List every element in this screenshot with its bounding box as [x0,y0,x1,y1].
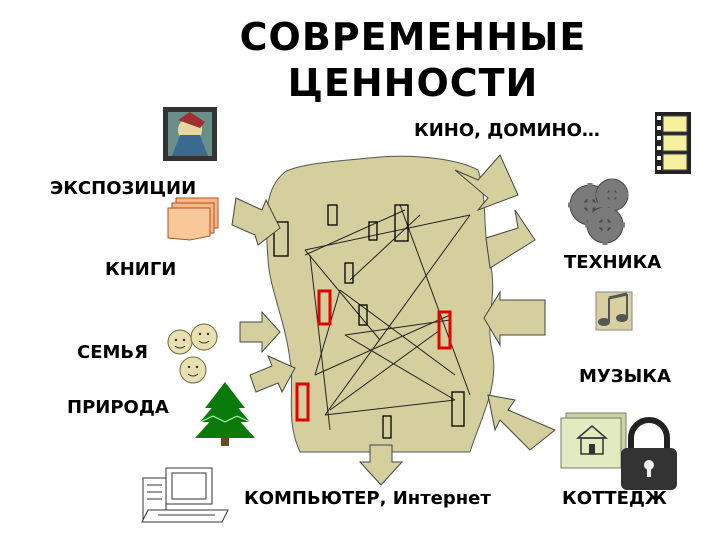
label-kino: КИНО, ДОМИНО… [414,120,600,141]
arrow-left-3 [249,355,296,394]
label-knigi: КНИГИ [105,259,177,280]
papers-icon [167,197,219,241]
label-priroda: ПРИРОДА [67,397,169,418]
arrow-right-4 [487,394,556,451]
gears-icon [568,178,629,245]
arrow-left-1 [231,197,281,246]
label-computer: КОМПЬЮТЕР, Интернет [244,488,491,509]
label-kottedzh: КОТТЕДЖ [562,488,667,509]
painting-icon [163,107,217,161]
music-notes-icon [595,291,633,331]
label-ekspozicii: ЭКСПОЗИЦИИ [50,178,197,199]
house-card-icon [560,412,627,469]
smiley-faces-icon [167,323,218,384]
arrow-bottom [358,444,404,486]
highlight-nodes [295,289,452,422]
title-line-2: ЦЕННОСТИ [287,61,539,105]
computer-icon [141,467,229,523]
arrow-right-3 [483,290,546,347]
arrow-left-2 [239,310,281,354]
film-strip-icon [655,112,691,174]
network-lines [304,204,471,431]
central-blob [265,155,495,453]
label-tehnika: ТЕХНИКА [564,252,662,273]
tree-icon [195,382,255,446]
arrow-right-2 [485,209,536,269]
arrows [231,154,556,486]
label-semya: СЕМЬЯ [77,342,148,363]
padlock-icon [621,417,677,490]
arrow-top-right [454,154,519,212]
network-nodes [273,204,465,439]
title-line-1: СОВРЕМЕННЫЕ [239,15,587,59]
label-muzyka: МУЗЫКА [579,366,671,387]
page-title: СОВРЕМЕННЫЕ ЦЕННОСТИ [0,14,720,106]
